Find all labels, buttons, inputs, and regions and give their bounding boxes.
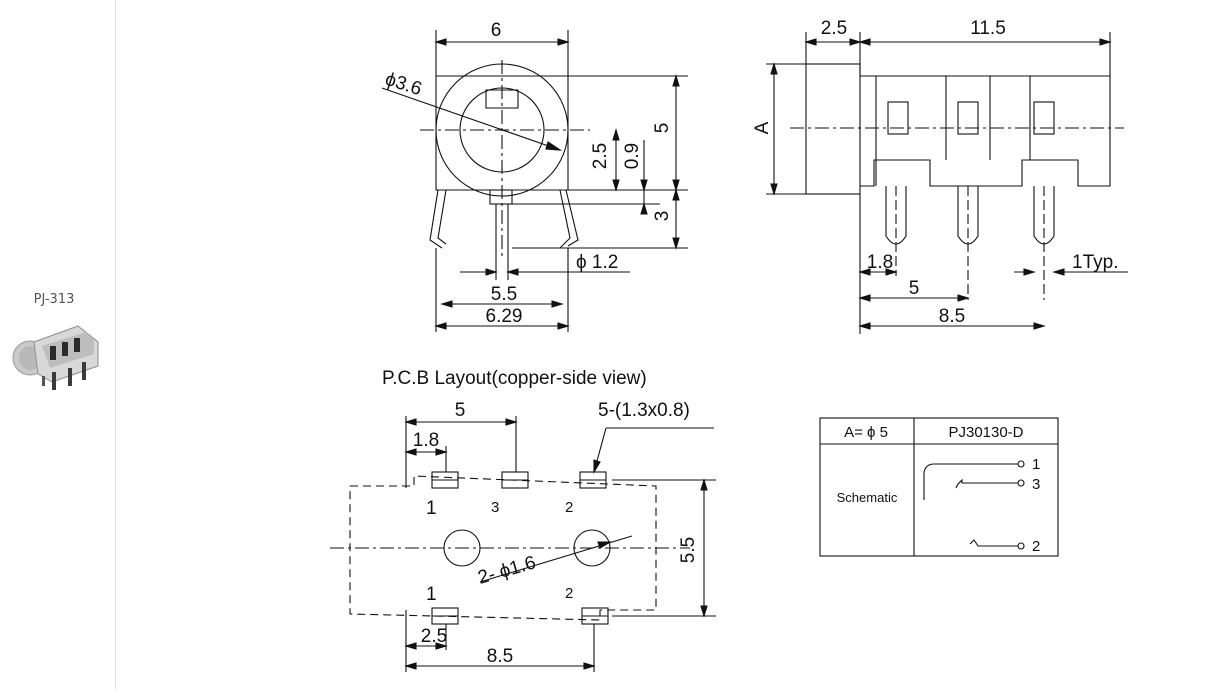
dim-front-width: 6: [491, 20, 502, 41]
dim-pin-spacing: 5.5: [491, 284, 517, 305]
dim-diameter-a: A: [752, 121, 773, 134]
dim-total-span: 8.5: [939, 306, 965, 327]
table-row-label: Schematic: [837, 490, 898, 505]
side-view: 2.5 11.5 A 1.8 5 8.5 1Typ.: [752, 18, 1128, 334]
table-header-right: PJ30130-D: [948, 424, 1023, 441]
dim-pad-size: 5-(1.3x0.8): [598, 400, 690, 421]
dim-front-depth: 2.5: [821, 18, 847, 39]
dim-center-offset: 2.5: [590, 143, 611, 169]
dim-pin-offset: 1.8: [867, 252, 893, 273]
dim-hole-dia: 2- ϕ1.6: [476, 552, 539, 589]
table-header-left: A= ϕ 5: [844, 424, 888, 441]
pcb-pin-top-2: 2: [565, 499, 573, 516]
pcb-layout-title: P.C.B Layout(copper-side view): [382, 368, 647, 389]
dim-side-pin-spacing: 5: [909, 278, 920, 299]
dim-pcb-height: 5.5: [678, 537, 699, 563]
dim-bore-dia: ϕ3.6: [382, 69, 424, 100]
dim-pin-length: 3: [652, 211, 673, 222]
dim-pcb-first-offset: 1.8: [413, 430, 439, 451]
pcb-layout: P.C.B Layout(copper-side view) 2- ϕ1.6 1…: [330, 368, 716, 672]
pcb-pin-top-3: 3: [491, 499, 499, 516]
schematic-diagram: 1 3 2: [923, 456, 1040, 555]
dim-pcb-bottom-offset: 2.5: [421, 626, 447, 647]
pcb-pin-bottom-2: 2: [565, 585, 573, 602]
schematic-pin-2: 2: [1032, 538, 1040, 555]
front-view: 6 ϕ3.6 5 2.5 0.9 3 ϕ 1.2: [381, 20, 688, 332]
dim-pin-width: 1Typ.: [1072, 252, 1118, 273]
sidebar: PJ-313: [0, 0, 116, 690]
product-label: PJ-313: [33, 292, 75, 307]
schematic-pin-1: 1: [1032, 456, 1040, 473]
dim-offset-small: 0.9: [622, 143, 643, 169]
dim-pcb-top-spacing: 5: [455, 400, 466, 421]
pcb-pads: [431, 471, 609, 625]
pcb-pin-bottom-1: 1: [426, 584, 437, 605]
technical-drawing: 6 ϕ3.6 5 2.5 0.9 3 ϕ 1.2: [116, 0, 1219, 690]
dim-overall-width: 6.29: [486, 306, 523, 327]
schematic-pin-3: 3: [1032, 476, 1040, 493]
product-thumbnail[interactable]: [8, 316, 100, 396]
dim-front-height: 5: [652, 123, 673, 134]
spec-table: A= ϕ 5 PJ30130-D Schematic 1 3 2: [819, 417, 1059, 557]
pcb-pin-top-1: 1: [426, 498, 437, 519]
dim-pcb-total-width: 8.5: [487, 646, 513, 667]
dim-pin-dia: ϕ 1.2: [576, 252, 618, 273]
audio-jack-connector-photo-icon: [12, 325, 99, 390]
dim-body-length: 11.5: [970, 18, 1006, 39]
